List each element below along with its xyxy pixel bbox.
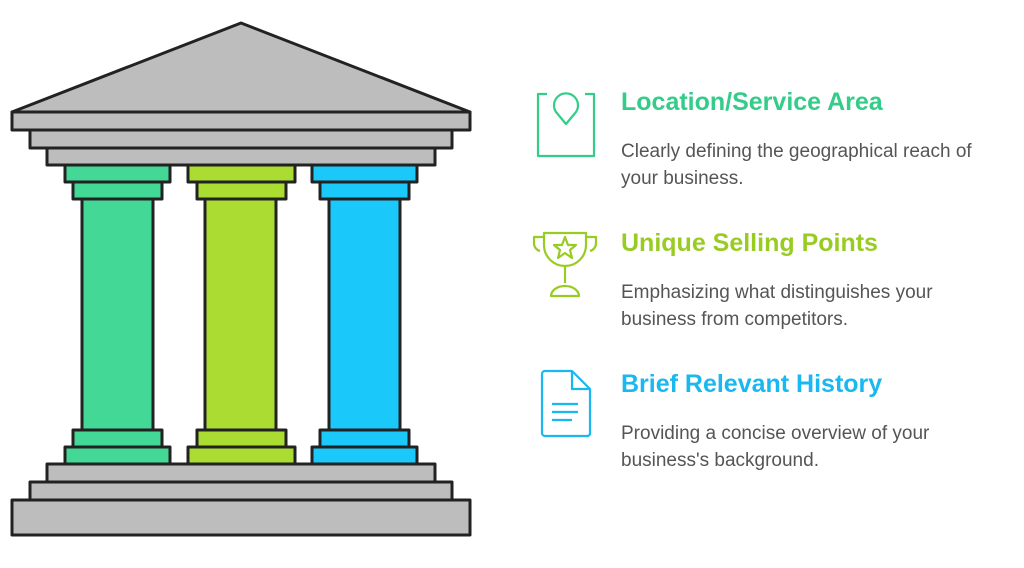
roof bbox=[10, 21, 472, 114]
pillar-blue bbox=[310, 163, 419, 466]
base-step bbox=[45, 462, 437, 484]
temple-pillars-diagram bbox=[10, 21, 472, 537]
item-description: Emphasizing what distinguishes your busi… bbox=[621, 282, 933, 330]
roof-step bbox=[28, 128, 454, 150]
pillar-lime bbox=[186, 163, 297, 466]
map-pin-icon bbox=[536, 92, 596, 158]
trophy-icon bbox=[532, 231, 598, 298]
item-title: Location/Service Area bbox=[621, 88, 883, 116]
base-foundation bbox=[10, 498, 472, 537]
document-icon bbox=[540, 369, 592, 438]
item-description: Providing a concise overview of your bus… bbox=[621, 423, 930, 471]
item-title: Unique Selling Points bbox=[621, 229, 878, 257]
roof-step bbox=[45, 146, 437, 167]
base-step bbox=[28, 480, 454, 502]
roof-beam bbox=[10, 110, 472, 132]
pillar-green bbox=[63, 163, 172, 466]
item-title: Brief Relevant History bbox=[621, 370, 883, 398]
item-description: Clearly defining the geographical reach … bbox=[621, 141, 972, 189]
